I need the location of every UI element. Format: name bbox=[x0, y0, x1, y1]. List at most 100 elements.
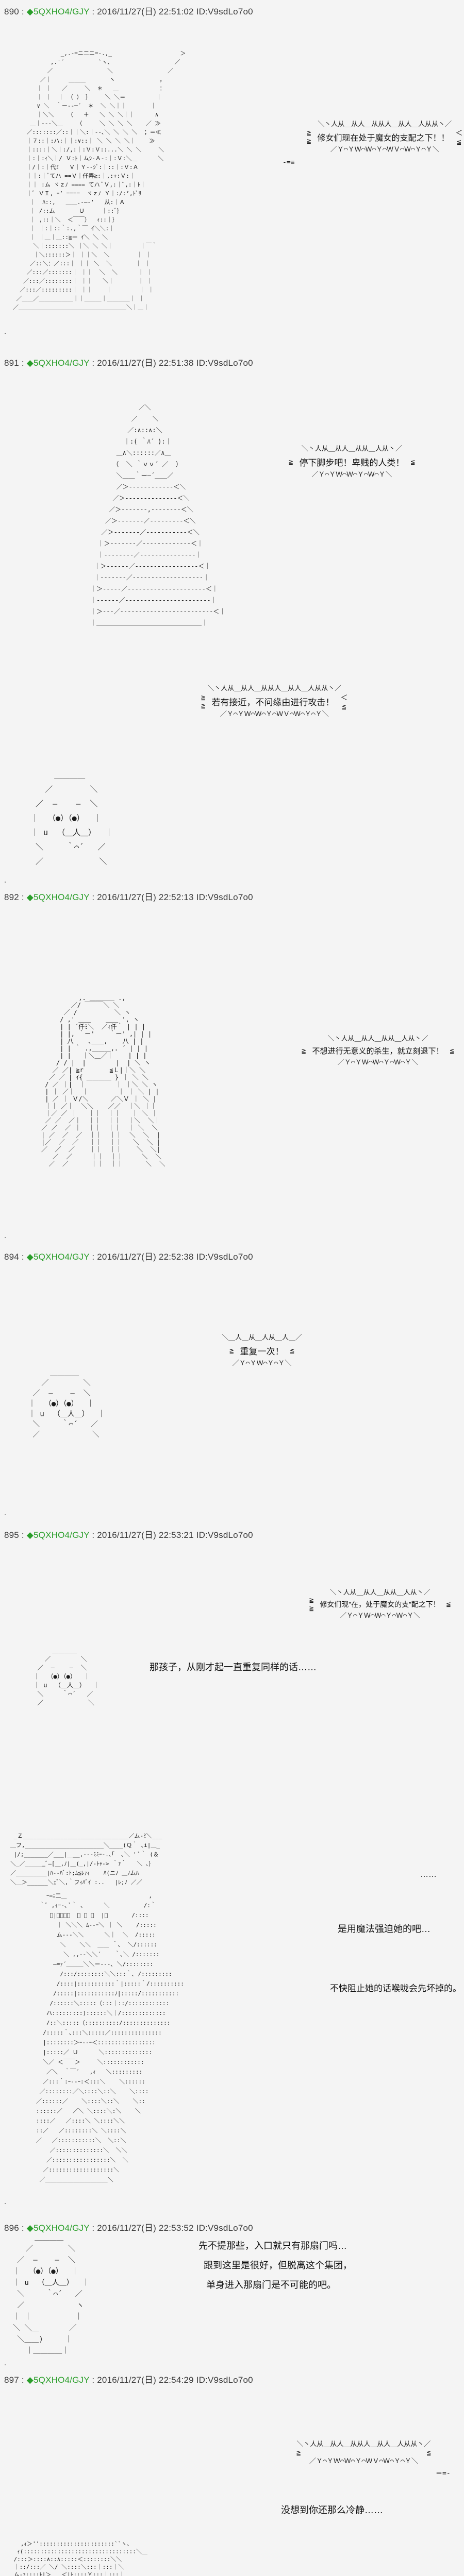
bubble-side-left: ≧ bbox=[296, 2449, 301, 2457]
bubble-text: 若有接近，不问缘由进行攻击！ bbox=[211, 698, 335, 707]
bubble-side-right: ≦ bbox=[426, 2449, 431, 2457]
aa-art-face-with-body: ＿＿＿＿ ／ ＼ ／ ― ― ＼ ｜ （●）（●） ｜ ｜ u （＿人＿） ｜ … bbox=[13, 2233, 90, 2355]
post-header: 892 : ◆5QXHO4/GJY : 2016/11/27(日) 22:52:… bbox=[4, 890, 253, 903]
bubble-side-right: ≦ bbox=[410, 457, 415, 466]
speech-bubble: ＼丶人从＿从人＿从从人＿从人＿人从从丶／ ≧ ≧ 修女们现在处于魔女的支配之下！… bbox=[307, 121, 462, 153]
header-separator: : bbox=[89, 892, 97, 902]
header-separator: : bbox=[89, 2223, 97, 2233]
post-header: 897 : ◆5QXHO4/GJY : 2016/11/27(日) 22:54:… bbox=[4, 2372, 253, 2385]
speedline-mark: ＝=- bbox=[436, 2470, 451, 2478]
speech-bubble: ＼丶人从＿从人＿从从人＿从人＿人从从丶／ ≧ ≧ 若有接近，不问缘由进行攻击！ … bbox=[201, 685, 347, 718]
ellipsis-text: …… bbox=[420, 1870, 437, 1879]
bubble-side-left: ≧ ≧ bbox=[201, 693, 206, 710]
post-end-dot: . bbox=[4, 2197, 7, 2206]
speech-bubble-empty: ＼丶人从＿从人＿从从人＿从人＿人从从丶／ ≧ ≦ ／Ｙ⌒ＹＷ⌒Ｗ⌒Ｙ⌒ＷＶ⌒Ｗ⌒… bbox=[296, 2441, 431, 2465]
post-header: 895 : ◆5QXHO4/GJY : 2016/11/27(日) 22:53:… bbox=[4, 1528, 253, 1540]
post-header: 894 : ◆5QXHO4/GJY : 2016/11/27(日) 22:52:… bbox=[4, 1249, 253, 1262]
speech-bubble: ＼丶人从＿从人＿从从＿人从丶／ ≧ 不想进行无意义的杀生，就立刻退下！ ≦ ／Ｙ… bbox=[302, 1036, 454, 1066]
post-header: 896 : ◆5QXHO4/GJY : 2016/11/27(日) 22:53:… bbox=[4, 2221, 253, 2233]
aa-art-sketch-portrait: _,.-=ニ二ニ=-.,_ ＞ ,.'´ `ヽ、 ／ ／ ＼ ／ ／｜ ＿＿＿ … bbox=[13, 50, 186, 311]
header-separator: : bbox=[89, 358, 97, 368]
post-895: 895 : ◆5QXHO4/GJY : 2016/11/27(日) 22:53:… bbox=[0, 1528, 464, 2221]
dialogue-line: 跟到这里是很好，但脱离这个集团， bbox=[204, 2260, 352, 2270]
post-id: ID:V9sdLo7o0 bbox=[196, 1530, 253, 1540]
post-tripcode: ◆5QXHO4/GJY bbox=[26, 2223, 90, 2233]
post-end-dot: . bbox=[4, 1509, 7, 1517]
post-datetime: 2016/11/27(日) 22:53:52 bbox=[97, 2223, 194, 2233]
bubble-zigzag-top: ＼丶人从＿从人＿从从人＿从人＿人从从丶／ bbox=[296, 2441, 431, 2448]
post-tripcode: ◆5QXHO4/GJY bbox=[26, 7, 90, 16]
dialogue-line: 那孩子，从刚才起一直重复同样的话…… bbox=[150, 1662, 317, 1672]
post-number: 897 bbox=[4, 2375, 19, 2385]
post-end-dot: . bbox=[4, 2359, 7, 2367]
post-id: ID:V9sdLo7o0 bbox=[196, 2223, 253, 2233]
post-tripcode: ◆5QXHO4/GJY bbox=[26, 892, 90, 902]
speech-bubble: ＼丶人从＿从人＿从从＿人从丶／ ≧ 停下脚步吧！卑贱的人类！ ≦ ／Ｙ⌒ＹＷ⌒Ｗ… bbox=[289, 446, 415, 478]
post-end-dot: . bbox=[4, 327, 7, 336]
bubble-text: 修女们现在处于魔女的支配之下！！ bbox=[317, 134, 450, 143]
header-separator: : bbox=[89, 1252, 97, 1262]
dialogue-line: 不快阻止她的话喉咙会先坏掉的。 bbox=[330, 1984, 461, 1993]
bubble-zigzag-top: ＼丶人从＿从人＿从从＿人从丶／ bbox=[329, 1589, 430, 1597]
bubble-text: 重复一次！ bbox=[240, 1347, 284, 1357]
post-tripcode: ◆5QXHO4/GJY bbox=[26, 358, 90, 368]
dialogue-line: 是用魔法强迫她的吧… bbox=[338, 1924, 430, 1934]
post-header: 890 : ◆5QXHO4/GJY : 2016/11/27(日) 22:51:… bbox=[4, 4, 253, 17]
dialogue-line: 没想到你还那么冷静…… bbox=[281, 2505, 383, 2515]
bubble-zigzag-bottom: ／Ｙ⌒ＹＷ⌒Ｗ⌒Ｙ⌒Ｗ⌒Ｙ＼ bbox=[311, 471, 392, 479]
bubble-zigzag-bottom: ／Ｙ⌒ＹＷ⌒Ｗ⌒Ｙ⌒ＷＶ⌒Ｗ⌒Ｙ⌒Ｙ＼ bbox=[220, 710, 329, 718]
post-number: 892 bbox=[4, 892, 19, 902]
bubble-text bbox=[305, 2450, 422, 2456]
bubble-side-right: ≦ bbox=[450, 1046, 454, 1055]
post-896: 896 : ◆5QXHO4/GJY : 2016/11/27(日) 22:53:… bbox=[0, 2221, 464, 2372]
header-separator: : bbox=[19, 1252, 27, 1262]
post-number: 896 bbox=[4, 2223, 19, 2233]
post-id: ID:V9sdLo7o0 bbox=[196, 358, 253, 368]
post-id: ID:V9sdLo7o0 bbox=[196, 2375, 253, 2385]
bubble-zigzag-top: ＼丶人从＿从人＿从从＿人从丶／ bbox=[301, 445, 402, 453]
post-end-dot: . bbox=[4, 876, 7, 885]
speech-bubble: ＼丶人从＿从人＿从从＿人从丶／ ≧ ≧ 修女们现”在，处于魔女的支”配之下！ ≦… bbox=[309, 1589, 451, 1619]
bubble-zigzag-top: ＼丶人从＿从人＿从从＿人从丶／ bbox=[327, 1035, 428, 1043]
post-id: ID:V9sdLo7o0 bbox=[196, 892, 253, 902]
header-separator: : bbox=[19, 358, 27, 368]
post-datetime: 2016/11/27(日) 22:51:38 bbox=[97, 358, 194, 368]
bubble-zigzag-top: ＼丶人从＿从人＿从从人＿从人＿人从从丶／ bbox=[207, 685, 342, 692]
header-separator: : bbox=[19, 2223, 27, 2233]
header-separator: : bbox=[89, 7, 97, 16]
aa-art-kneeling-scene: ｰ=ﾆ二＿ , ｀ﾞ ,ｨ=-､ ﾞ｀ ､ ＼ /:｀ ﾞ|ﾞ＼＼＼ ､ ｀ ､… bbox=[36, 1892, 184, 2183]
post-890: 890 : ◆5QXHO4/GJY : 2016/11/27(日) 22:51:… bbox=[0, 4, 464, 355]
bubble-zigzag-bottom: ／Ｙ⌒ＹＷ⌒Ｗ⌒Ｙ⌒ＷＶ⌒Ｗ⌒Ｙ⌒Ｙ＼ bbox=[309, 2458, 418, 2465]
post-tripcode: ◆5QXHO4/GJY bbox=[26, 2375, 90, 2385]
post-tripcode: ◆5QXHO4/GJY bbox=[26, 1252, 90, 1262]
bubble-text: 不想进行无意义的杀生，就立刻退下！ bbox=[312, 1047, 444, 1056]
post-datetime: 2016/11/27(日) 22:52:38 bbox=[97, 1252, 194, 1262]
speedline-mark: -=≡ bbox=[283, 159, 295, 166]
bubble-zigzag-bottom: ／Ｙ⌒ＹＷ⌒Ｗ⌒Ｙ⌒ＷＶ⌒Ｗ⌒Ｙ⌒Ｙ＼ bbox=[330, 146, 439, 154]
post-id: ID:V9sdLo7o0 bbox=[196, 1252, 253, 1262]
post-end-dot: . bbox=[4, 1231, 7, 1240]
post-header: 891 : ◆5QXHO4/GJY : 2016/11/27(日) 22:51:… bbox=[4, 355, 253, 368]
aa-art-braided-figure: ,ｨ＞''::::::::::::::::::::::``ヽ、 ｨ(::::::… bbox=[13, 2540, 147, 2576]
post-id: ID:V9sdLo7o0 bbox=[196, 7, 253, 16]
bubble-side-right: ≦ bbox=[290, 1346, 294, 1355]
aa-art-simple-face: ＿＿＿＿ ／ ＼ ／ ― ― ＼ ｜ （●）（●） ｜ ｜ u （＿人＿） ｜ … bbox=[34, 1647, 100, 1706]
bubble-side-left: ≧ bbox=[289, 457, 293, 466]
post-number: 890 bbox=[4, 7, 19, 16]
bubble-side-right: ＜ ≦ bbox=[340, 693, 348, 711]
post-892: 892 : ◆5QXHO4/GJY : 2016/11/27(日) 22:52:… bbox=[0, 890, 464, 1249]
header-separator: : bbox=[19, 892, 27, 902]
bubble-zigzag-bottom: ／Ｙ⌒ＹＷ⌒Ｙ⌒Ｙ＼ bbox=[232, 1360, 292, 1367]
post-datetime: 2016/11/27(日) 22:53:21 bbox=[97, 1530, 194, 1540]
dialogue-line: 单身进入那扇门是不可能的吧。 bbox=[206, 2280, 336, 2290]
post-number: 891 bbox=[4, 358, 19, 368]
post-datetime: 2016/11/27(日) 22:54:29 bbox=[97, 2375, 194, 2385]
post-number: 895 bbox=[4, 1530, 19, 1540]
bubble-zigzag-bottom: ／Ｙ⌒ＹＷ⌒Ｗ⌒Ｙ⌒Ｗ⌒Ｙ＼ bbox=[337, 1059, 419, 1066]
post-number: 894 bbox=[4, 1252, 19, 1262]
aa-art-lying-figure: _Ｚ_______________________________／ム-ﾐ＼__… bbox=[10, 1833, 162, 1886]
aa-art-longhair-girl: ,. ＿＿＿＿ ., ／/ ￣￣￣＼ ＼ ／ / ＼ ヽ / ,' ＿＿ ＿＿ … bbox=[41, 994, 165, 1167]
post-datetime: 2016/11/27(日) 22:52:13 bbox=[97, 892, 194, 902]
aa-art-simple-face: ＿＿＿＿ ／ ＼ ／ ― ― ＼ ｜ （●）（●） ｜ ｜ u （＿人＿） ｜ … bbox=[31, 770, 113, 866]
post-894: 894 : ◆5QXHO4/GJY : 2016/11/27(日) 22:52:… bbox=[0, 1249, 464, 1528]
